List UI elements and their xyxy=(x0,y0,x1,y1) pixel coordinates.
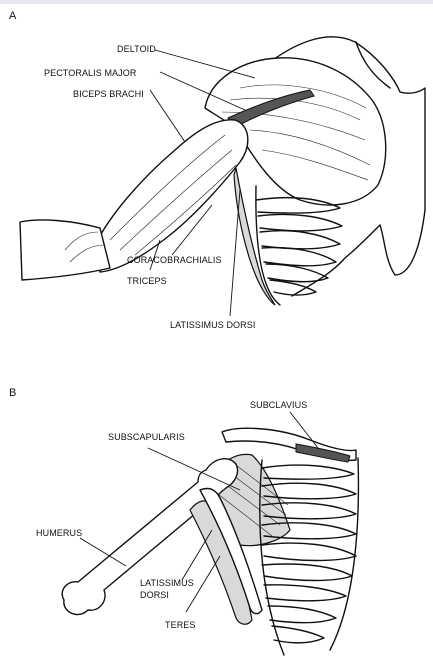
label-subclavius: SUBCLAVIUS xyxy=(250,400,307,410)
panel-a-letter: A xyxy=(9,10,17,22)
label-triceps: TRICEPS xyxy=(127,276,167,286)
neck-line xyxy=(356,42,390,88)
panel-b-letter: B xyxy=(9,387,16,399)
rib-cage-a xyxy=(256,186,342,305)
panel-b: B xyxy=(9,387,358,655)
label-subscapularis: SUBSCAPULARIS xyxy=(108,432,185,442)
label-coracobrachialis: CORACOBRACHIALIS xyxy=(127,255,222,265)
label-latissimus-line1: LATISSIMUS xyxy=(140,578,194,588)
label-teres: TERES xyxy=(165,620,196,630)
label-deltoid: DELTOID xyxy=(117,44,156,54)
label-latissimus-line2: DORSI xyxy=(140,590,169,600)
latissimus-band-a xyxy=(234,168,275,305)
label-latissimus-dorsi: LATISSIMUS DORSI xyxy=(170,320,255,330)
label-humerus: HUMERUS xyxy=(36,528,82,538)
panel-a: A xyxy=(9,10,425,330)
rib-cage-b xyxy=(260,458,359,655)
label-pectoralis-major: PECTORALIS MAJOR xyxy=(44,68,137,78)
label-biceps-brachi: BICEPS BRACHI xyxy=(73,89,144,99)
upper-arm xyxy=(95,120,248,272)
